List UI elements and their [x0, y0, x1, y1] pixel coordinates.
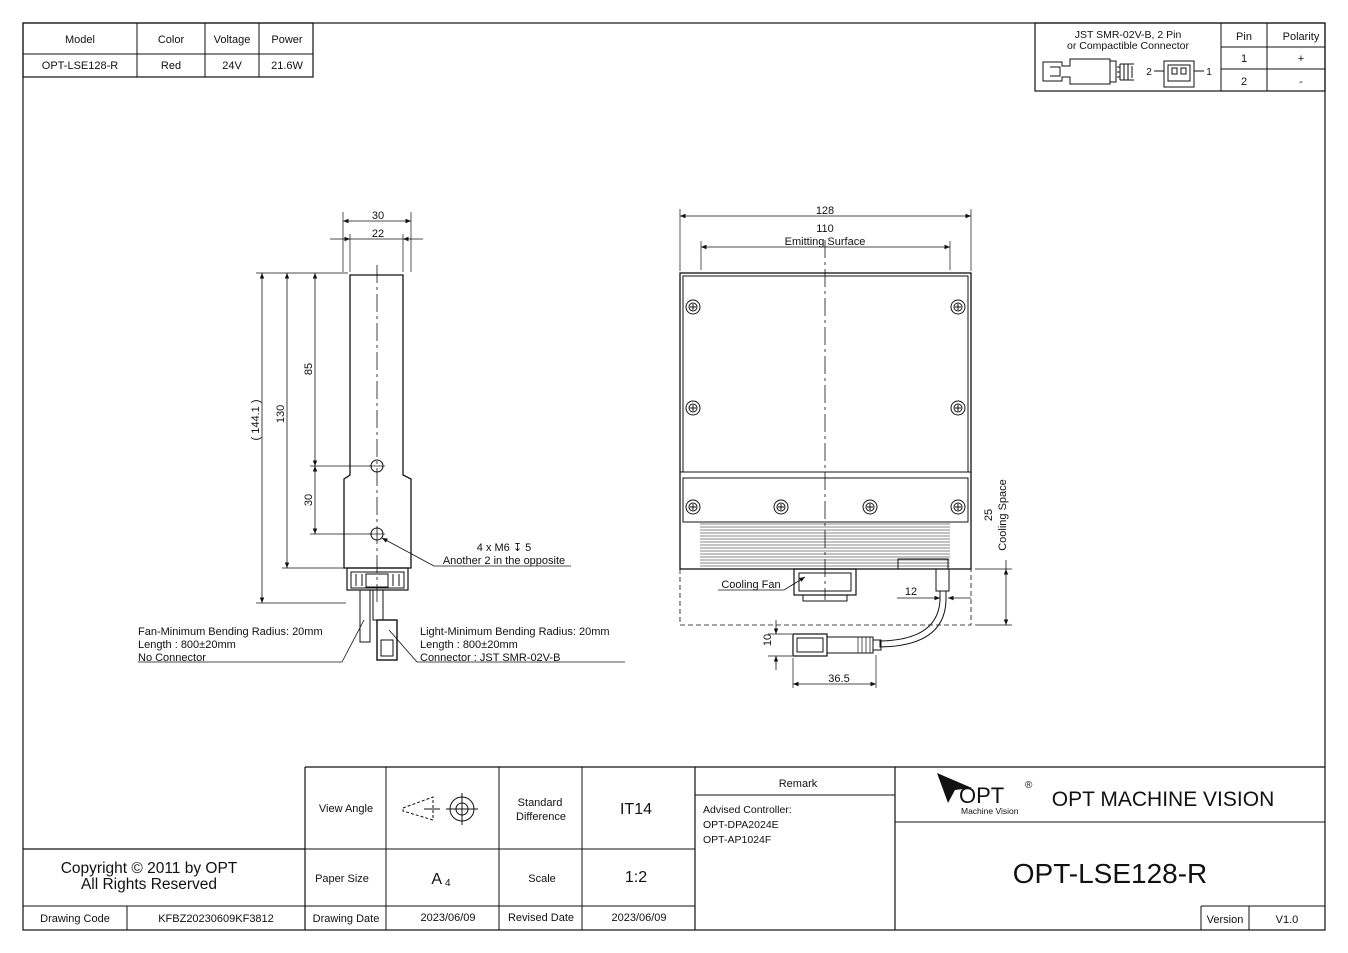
drawing-border — [22, 22, 1326, 931]
paper-size-sub: 4 — [445, 878, 451, 889]
hole-note-1: 4 x M6 ↧ 5 — [477, 542, 531, 554]
spec-header-voltage: Voltage — [214, 34, 251, 46]
connector-label-pin1: 1 — [1206, 67, 1212, 78]
cooling-fan-label: Cooling Fan — [721, 579, 780, 591]
scale-value: 1:2 — [625, 869, 647, 886]
side-dim-30-side: 30 — [303, 494, 315, 506]
light-note-2: Length : 800±20mm — [420, 639, 518, 651]
view-angle-label: View Angle — [319, 803, 373, 815]
fan-note-1: Fan-Minimum Bending Radius: 20mm — [138, 626, 323, 638]
front-dim-10: 10 — [762, 634, 774, 646]
view-angle-symbol — [402, 793, 478, 825]
company-name: OPT MACHINE VISION — [1052, 788, 1274, 811]
light-note-3: Connector : JST SMR-02V-B — [420, 652, 560, 664]
cooling-space-label: Cooling Space — [997, 479, 1009, 551]
pin-1: 1 — [1241, 53, 1247, 65]
standard-diff-label-2: Difference — [516, 811, 566, 823]
spec-header-color: Color — [158, 34, 185, 46]
pin-2: 2 — [1241, 76, 1247, 88]
paper-size-label: Paper Size — [315, 873, 369, 885]
spec-value-model: OPT-LSE128-R — [42, 60, 118, 72]
drawing-date: 2023/06/09 — [420, 912, 475, 924]
revised-date: 2023/06/09 — [611, 912, 666, 924]
fan-note-2: Length : 800±20mm — [138, 639, 236, 651]
remark-line-2: OPT-DPA2024E — [703, 819, 779, 831]
version-value: V1.0 — [1276, 914, 1299, 926]
spec-value-power: 21.6W — [271, 60, 303, 72]
front-view-body — [679, 272, 972, 570]
side-dim-30-top: 30 — [372, 210, 384, 222]
side-dim-85: 85 — [303, 363, 315, 375]
side-dim-130: 130 — [275, 405, 287, 423]
drawing-code-label: Drawing Code — [40, 913, 110, 925]
pin-header: Pin — [1236, 31, 1252, 43]
front-dim-128: 128 — [816, 205, 834, 217]
screw-heads — [685, 299, 966, 515]
polarity-header: Polarity — [1283, 31, 1320, 43]
emitting-surface: Emitting Surface — [785, 236, 866, 248]
logo-text: OPT — [959, 783, 1004, 808]
side-view: 30 22 ( 144.1 ) 130 85 30 4 x M6 ↧ 5 Ano… — [138, 210, 625, 664]
remark-line-1: Advised Controller: — [703, 804, 792, 816]
title-block: Copyright © 2011 by OPT All Rights Reser… — [23, 766, 1325, 930]
spec-value-voltage: 24V — [222, 60, 242, 72]
connector-label-pin2: 2 — [1146, 67, 1152, 78]
standard-diff-value: IT14 — [620, 801, 652, 818]
version-label: Version — [1207, 914, 1244, 926]
light-note-1: Light-Minimum Bending Radius: 20mm — [420, 626, 610, 638]
spec-header-power: Power — [271, 34, 303, 46]
connector-sketch — [1042, 58, 1204, 88]
standard-diff-label-1: Standard — [518, 797, 563, 809]
opt-logo: OPT ® Machine Vision — [937, 773, 1033, 816]
product-name: OPT-LSE128-R — [1013, 858, 1208, 889]
connector-title-2: or Compactible Connector — [1067, 40, 1189, 52]
side-dim-144: ( 144.1 ) — [250, 400, 262, 441]
remark-line-3: OPT-AP1024F — [703, 834, 771, 846]
spec-table: Model Color Voltage Power OPT-LSE128-R R… — [22, 22, 314, 78]
front-dim-36-5: 36.5 — [828, 673, 849, 685]
drawing-code: KFBZ20230609KF3812 — [158, 913, 274, 925]
remark-label: Remark — [779, 778, 818, 790]
spec-value-color: Red — [161, 60, 181, 72]
connector-table: JST SMR-02V-B, 2 Pin or Compactible Conn… — [1034, 22, 1326, 92]
front-dim-110: 110 — [816, 223, 834, 235]
logo-sub: Machine Vision — [961, 806, 1019, 816]
scale-label: Scale — [528, 873, 556, 885]
polarity-2: - — [1299, 76, 1303, 88]
logo-reg: ® — [1025, 780, 1033, 791]
polarity-1: + — [1298, 53, 1304, 65]
front-dim-12: 12 — [905, 586, 917, 598]
front-view: 128 110 Emitting Surface 25 Cooling Spac… — [679, 205, 1012, 688]
spec-header-model: Model — [65, 34, 95, 46]
connector-title-1: JST SMR-02V-B, 2 Pin — [1075, 29, 1182, 41]
fan-note-3: No Connector — [138, 652, 206, 664]
side-view-body — [343, 274, 412, 569]
hole-note-2: Another 2 in the opposite — [443, 555, 565, 567]
copyright-line-2: All Rights Reserved — [81, 876, 217, 893]
copyright-line-1: Copyright © 2011 by OPT — [61, 860, 238, 877]
drawing-date-label: Drawing Date — [313, 913, 380, 925]
front-dim-25: 25 — [983, 509, 995, 521]
paper-size-letter: A — [431, 871, 442, 888]
side-dim-22: 22 — [372, 228, 384, 240]
logo-triangle-icon — [937, 773, 972, 803]
revised-date-label: Revised Date — [508, 912, 574, 924]
